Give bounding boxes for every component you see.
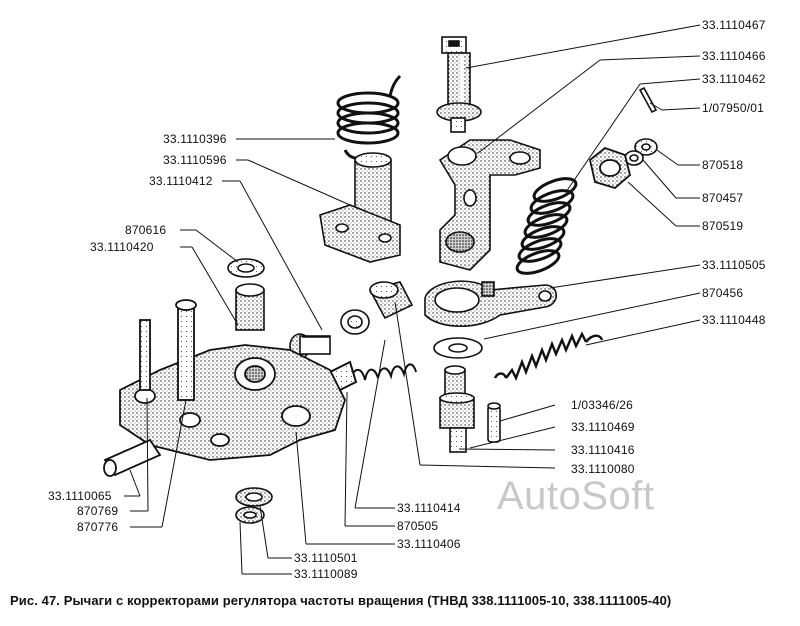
part-label-1-03346-26: 1/03346/26 xyxy=(571,398,634,412)
figure-caption: Рис. 47. Рычаги с корректорами регулятор… xyxy=(10,593,672,608)
corrector-screw-33-1110080 xyxy=(340,281,414,335)
part-label-33-1110469: 33.1110469 xyxy=(571,420,635,434)
part-label-33-1110414: 33.1110414 xyxy=(397,501,461,515)
watermark: AutoSoft xyxy=(497,474,655,518)
part-label-33-1110080: 33.1110080 xyxy=(571,462,635,476)
part-label-33-1110505: 33.1110505 xyxy=(702,258,766,272)
part-label-33-1110467: 33.1110467 xyxy=(702,18,766,32)
bushing-870616 xyxy=(227,258,265,278)
spring-33-1110448 xyxy=(493,331,604,381)
part-label-33-1110466: 33.1110466 xyxy=(702,49,766,63)
bushing-33-1110420 xyxy=(235,283,265,331)
part-label-870776: 870776 xyxy=(77,520,119,534)
part-label-870457: 870457 xyxy=(702,191,744,205)
part-label-1-07950-01: 1/07950/01 xyxy=(702,101,765,115)
part-label-33-1110065: 33.1110065 xyxy=(48,489,112,503)
lever-33-1110466 xyxy=(438,139,541,271)
pin-1-03346-26 xyxy=(487,402,501,443)
part-label-33-1110462: 33.1110462 xyxy=(702,72,766,86)
part-label-870518: 870518 xyxy=(702,158,744,172)
part-label-33-1110501: 33.1110501 xyxy=(294,551,358,565)
part-label-870505: 870505 xyxy=(397,519,439,533)
corrector-spring-33-1110416 xyxy=(328,360,417,394)
washer-33-1110089 xyxy=(235,506,265,524)
washer-870518 xyxy=(634,138,658,156)
washer-870457 xyxy=(624,150,644,166)
cotter-pin-1-07950-01 xyxy=(638,86,658,114)
part-label-33-1110406: 33.1110406 xyxy=(397,537,461,551)
part-label-33-1110412: 33.1110412 xyxy=(149,174,213,188)
bracket-33-1110596 xyxy=(319,152,401,263)
lever-33-1110505 xyxy=(424,280,558,328)
part-label-33-1110448: 33.1110448 xyxy=(702,313,766,327)
spring-33-1110462 xyxy=(515,177,578,275)
part-label-33-1110396: 33.1110396 xyxy=(163,132,227,146)
part-label-870519: 870519 xyxy=(702,219,744,233)
part-label-33-1110089: 33.1110089 xyxy=(294,567,358,581)
spring-33-1110396 xyxy=(336,74,402,160)
part-label-870616: 870616 xyxy=(125,223,167,237)
shaft-33-1110469 xyxy=(439,365,475,453)
nut-870519 xyxy=(588,146,632,190)
part-label-33-1110596: 33.1110596 xyxy=(163,153,227,167)
washer-870456 xyxy=(433,337,483,359)
part-label-33-1110420: 33.1110420 xyxy=(90,240,154,254)
part-label-870769: 870769 xyxy=(77,504,119,518)
part-label-33-1110416: 33.1110416 xyxy=(571,443,635,457)
lever-body-33-1110065 xyxy=(103,299,346,477)
part-label-870456: 870456 xyxy=(702,286,744,300)
leader-lines xyxy=(124,24,701,575)
washer-33-1110501 xyxy=(235,487,273,507)
shaft-33-1110467 xyxy=(436,36,482,133)
